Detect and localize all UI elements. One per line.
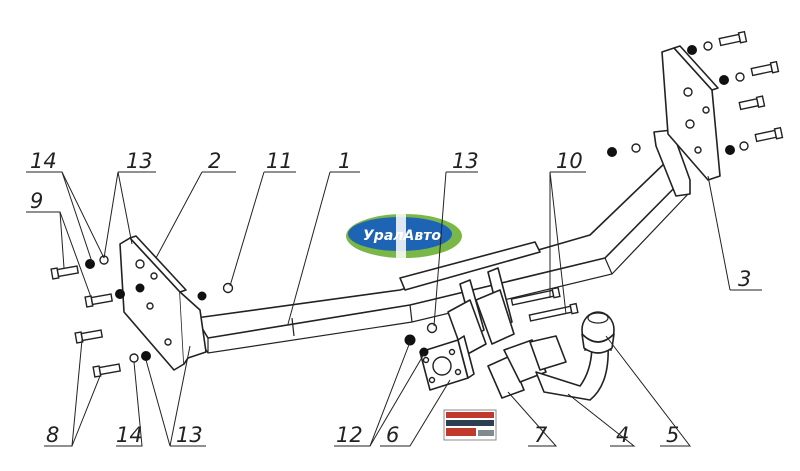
callout-labels: 14 13 2 11 1 13 10 9 3 8 14 13 12 6 7 4 …	[30, 149, 751, 447]
certification-badge	[443, 409, 497, 441]
socket-plate-part	[419, 335, 475, 391]
callout-3: 3	[738, 267, 751, 291]
tow-bolts	[510, 286, 579, 322]
callout-13-mid: 13	[452, 149, 479, 173]
logo-white-bar	[396, 210, 406, 260]
left-fasteners	[50, 255, 234, 378]
mount-tabs	[447, 267, 515, 357]
leader-lines	[26, 171, 762, 447]
right-fasteners	[607, 30, 784, 157]
callout-13-bottom: 13	[176, 423, 203, 447]
callout-12: 12	[336, 423, 363, 447]
ball-neck-part	[535, 311, 615, 401]
callout-11: 11	[266, 149, 293, 173]
callout-9: 9	[30, 189, 43, 213]
callout-2: 2	[208, 149, 221, 173]
callout-13-top-left: 13	[126, 149, 153, 173]
callout-8: 8	[46, 423, 59, 447]
logo-text: УралАвто	[363, 228, 441, 244]
callout-7: 7	[534, 423, 548, 447]
callout-4: 4	[616, 423, 629, 447]
callout-14-bottom: 14	[116, 423, 143, 447]
right-bracket-part	[661, 45, 721, 181]
small-nuts	[404, 322, 438, 357]
callout-10: 10	[556, 149, 583, 173]
mount-plate-part	[487, 335, 567, 399]
callout-5: 5	[666, 423, 679, 447]
uralavto-logo: УралАвто	[346, 210, 462, 260]
left-bracket-part	[119, 235, 207, 371]
callout-14-top: 14	[30, 149, 57, 173]
callout-1: 1	[338, 149, 351, 173]
callout-6: 6	[386, 423, 399, 447]
